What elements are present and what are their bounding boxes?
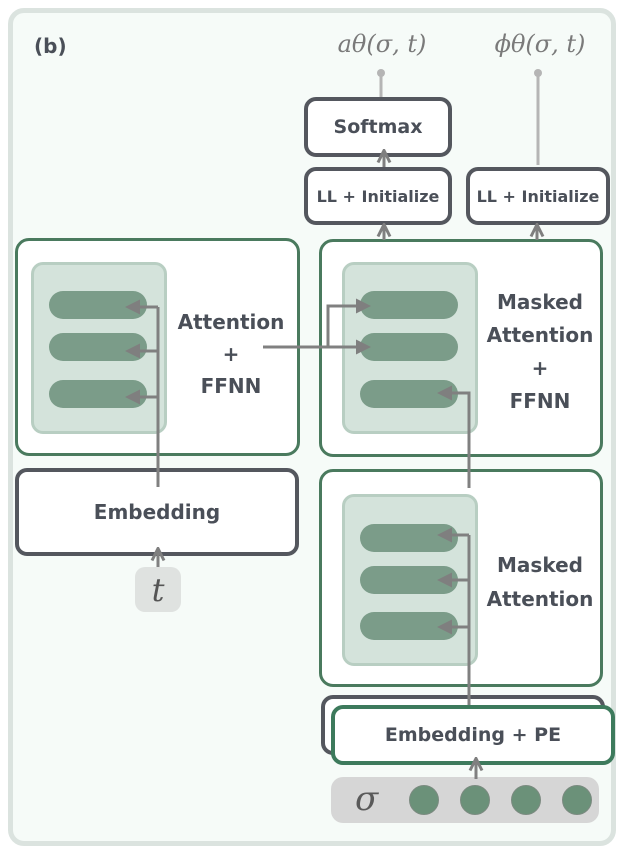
embedding-label: Embedding	[93, 500, 221, 524]
panel-label: (b)	[34, 34, 67, 58]
decoder-upper-layer-bar	[360, 333, 458, 361]
sigma-token	[511, 785, 541, 815]
phase-output-label: ϕθ(σ, t)	[490, 30, 590, 58]
sigma-label: σ	[355, 779, 379, 819]
sigma-token	[460, 785, 490, 815]
decoder-upper-label-line: FFNN	[509, 389, 571, 413]
amplitude-output-text: aθ(σ, t)	[337, 30, 427, 58]
decoder-lower-to-upper-line	[437, 385, 471, 488]
decoder-lower-label-line: Attention	[486, 587, 594, 611]
amplitude-output-label: aθ(σ, t)	[332, 30, 432, 58]
ll-initialize-right-label: LL + Initialize	[476, 186, 600, 206]
ll-initialize-right-block: LL + Initialize	[466, 167, 610, 225]
encoder-label-line: FFNN	[200, 374, 262, 398]
sigma-input-tokens: σ	[331, 777, 599, 823]
amplitude-output-dot	[377, 69, 385, 77]
decoder-upper-layer-bar	[360, 291, 458, 319]
embedding-pe-label: Embedding + PE	[384, 724, 562, 746]
phase-output-dot	[534, 69, 542, 77]
time-input-token: t	[135, 567, 181, 612]
sigma-token	[562, 785, 592, 815]
decoder-lower-label-line: Masked	[497, 553, 583, 577]
sigma-token	[409, 785, 439, 815]
decoder-masked-attention-ffnn-label: Masked Attention + FFNN	[480, 286, 600, 418]
encoder-label-line: Attention	[177, 310, 285, 334]
softmax-label: Softmax	[333, 116, 423, 138]
embedding-pe-block: Embedding + PE	[331, 705, 615, 765]
decoder-masked-attention-label: Masked Attention	[480, 548, 600, 616]
encoder-label-line: +	[222, 342, 240, 366]
encoder-attention-ffnn-label: Attention + FFNN	[170, 306, 292, 402]
ll-initialize-left-label: LL + Initialize	[316, 186, 440, 206]
softmax-block: Softmax	[304, 97, 452, 157]
encoder-to-decoder-branch	[326, 298, 371, 347]
phase-output-text: ϕθ(σ, t)	[494, 30, 586, 58]
time-input-label: t	[151, 570, 165, 609]
decoder-upper-label-line: Attention	[486, 323, 594, 347]
decoder-upper-label-line: +	[531, 356, 549, 380]
decoder-upper-label-line: Masked	[497, 290, 583, 314]
